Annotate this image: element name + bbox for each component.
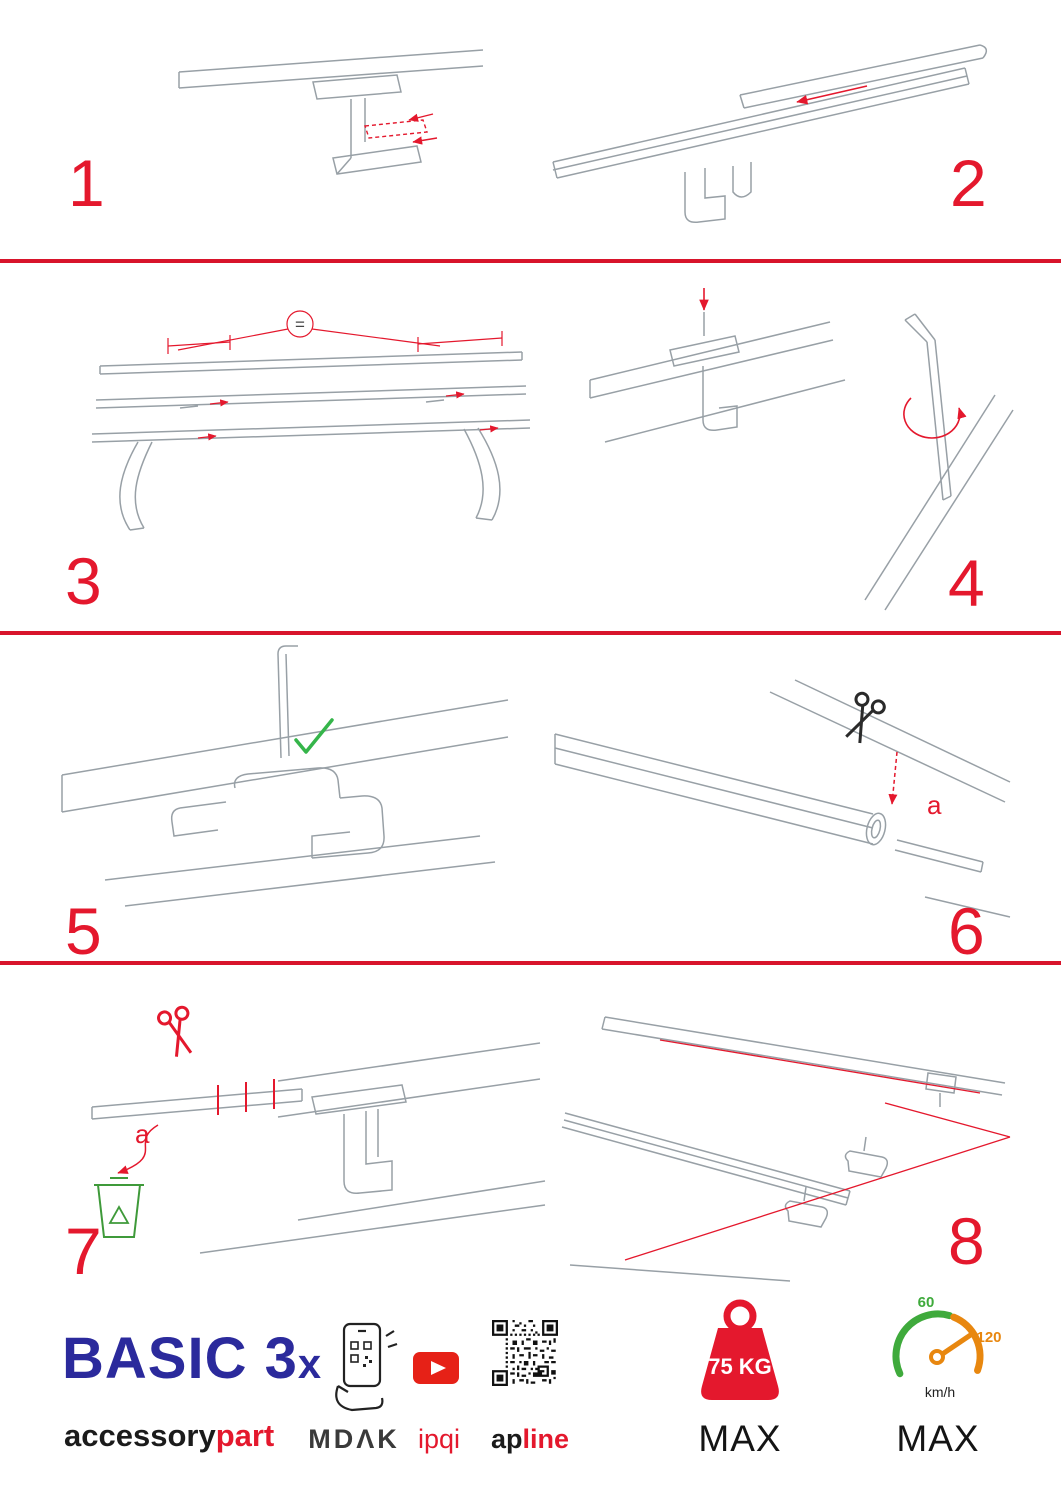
logo-apline-red: line (522, 1424, 570, 1454)
step8-drawing-adapter-mount (561, 1016, 1011, 1282)
step6-drawing-cut-bar: a (554, 679, 1011, 918)
weight-max-label: MAX (698, 1418, 782, 1459)
step7-drawing-trim-discard: a (91, 1005, 546, 1254)
brand-sub-black: accessory (64, 1418, 216, 1453)
recycle-icon (108, 1205, 130, 1224)
logo-mdak: MDΛK (308, 1424, 400, 1454)
checkmark-icon (294, 718, 334, 754)
step2-slide-arrow (796, 85, 868, 105)
phone-scan-icon (335, 1322, 398, 1412)
step6-cut-line (888, 751, 898, 805)
section-divider-2 (0, 631, 1061, 635)
qr-code-icon (492, 1320, 558, 1386)
weight-value: 75 KG (708, 1354, 772, 1379)
brand-logo-basic3x: BASIC 3x (62, 1330, 322, 1388)
step-number-6: 6 (948, 894, 986, 968)
step-number-7: 7 (65, 1214, 103, 1288)
step1-drawing-clamp-insert (178, 49, 484, 175)
step2-drawing-bar-slide (552, 44, 988, 224)
scissors-icon (157, 1005, 193, 1057)
speedometer-icon: 60 120 km/h (892, 1294, 1002, 1400)
speed-low-label: 60 (918, 1294, 935, 1311)
youtube-play-icon (413, 1352, 459, 1384)
step7-label-a: a (135, 1119, 150, 1149)
speed-high-label: 120 (976, 1329, 1001, 1346)
logo-ipqi: ipqi (417, 1424, 461, 1454)
step-number-2: 2 (950, 146, 988, 220)
step3-equal-spacing-marks (167, 310, 503, 441)
scissors-icon (845, 691, 886, 744)
step7-discard-arrow (117, 1124, 159, 1174)
logo-apline: apline (482, 1426, 578, 1453)
step6-label-a: a (927, 790, 942, 820)
step5-drawing-rod-check (61, 645, 509, 907)
step-number-3: 3 (65, 544, 103, 618)
section-divider-3 (0, 961, 1061, 965)
step4-drawing-pin-and-hexkey (589, 288, 1014, 611)
section-divider-1 (0, 259, 1061, 263)
speed-unit-label: km/h (925, 1384, 955, 1400)
step7-cut-marks (217, 1079, 275, 1115)
step-number-5: 5 (65, 894, 103, 968)
step3-drawing-bars-alignment: = (91, 310, 531, 531)
equal-symbol: = (295, 315, 305, 334)
step8-alignment-lines (624, 1039, 1011, 1261)
step-number-1: 1 (68, 146, 106, 220)
brand-title-main: BASIC 3 (62, 1326, 298, 1391)
logo-apline-black: ap (490, 1424, 523, 1454)
speed-max-label: MAX (896, 1418, 980, 1459)
brand-sub-red: part (215, 1418, 275, 1453)
step-number-8: 8 (948, 1204, 986, 1278)
step4-red-arrows (699, 288, 967, 439)
brand-sub-accessorypart: accessorypart (64, 1420, 274, 1451)
weight-max-icon: 75 KG (701, 1299, 779, 1400)
brand-title-x: x (297, 1340, 323, 1387)
step-number-4: 4 (948, 546, 986, 620)
step1-rubber-pad-highlight (364, 113, 438, 145)
trash-bin-icon (94, 1177, 144, 1238)
